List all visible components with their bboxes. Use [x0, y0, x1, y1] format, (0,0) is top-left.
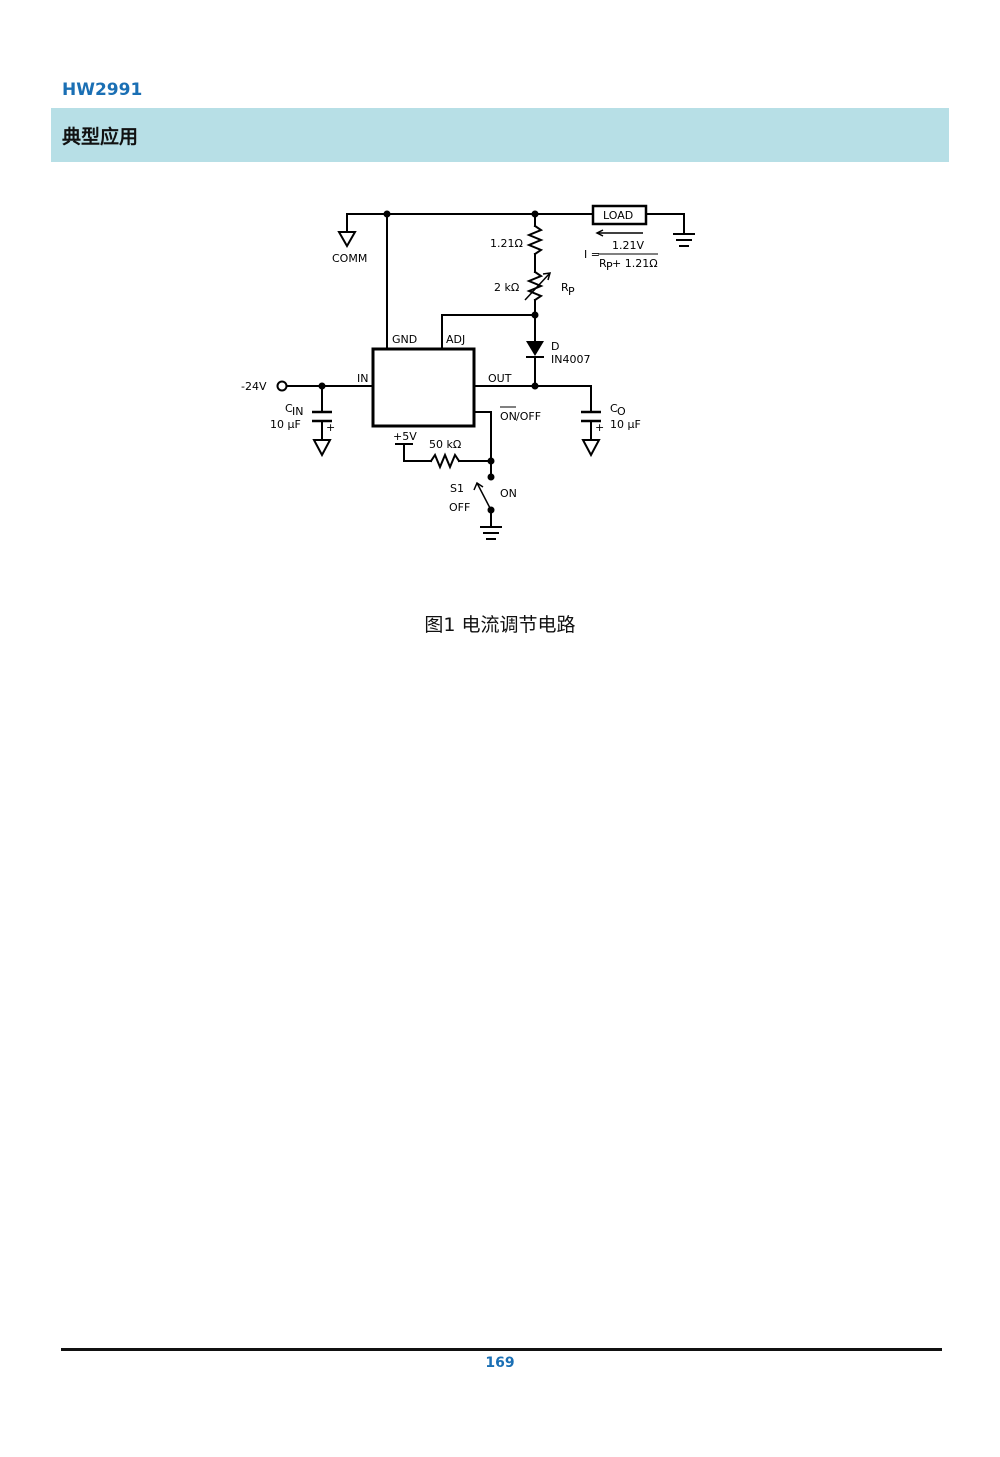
- label-cin-plus: +: [326, 421, 335, 434]
- label-pin-gnd: GND: [392, 333, 417, 346]
- current-regulator-schematic: COMM LOAD 1.21Ω I = 1.21V R P + 1.21Ω 2 …: [241, 204, 695, 540]
- label-diode-name: D: [551, 340, 559, 353]
- label-formula-num: 1.21V: [612, 239, 644, 252]
- label-formula-den-r: R: [599, 257, 607, 270]
- label-s1: S1: [450, 482, 464, 495]
- diode-icon: [526, 341, 544, 356]
- label-pin-on: ON: [500, 410, 517, 423]
- label-sw-off: OFF: [449, 501, 470, 514]
- label-r50k: 50 kΩ: [429, 438, 461, 451]
- label-pin-out: OUT: [488, 372, 512, 385]
- regulator-ic: [371, 347, 476, 428]
- co-capacitor-icon: [581, 410, 601, 423]
- label-plus5v: +5V: [393, 430, 417, 443]
- label-rp-sub: P: [568, 285, 575, 298]
- section-header: 典型应用: [51, 108, 949, 162]
- label-formula-lhs: I =: [584, 248, 600, 261]
- label-cin-name: C: [285, 402, 293, 415]
- co-ground-icon: [581, 439, 601, 458]
- label-co-name: C: [610, 402, 618, 415]
- label-sw-on: ON: [500, 487, 517, 500]
- page-number: 169: [485, 1355, 515, 1371]
- document-id: HW2991: [62, 80, 143, 100]
- comm-ground-icon: [337, 231, 357, 249]
- label-vin: -24V: [241, 380, 267, 393]
- label-rp-name: R: [561, 281, 569, 294]
- label-load: LOAD: [603, 209, 633, 222]
- variable-arrow-icon: [524, 272, 552, 301]
- load-box: [591, 204, 648, 226]
- label-co-value: 10 μF: [610, 418, 641, 431]
- label-cin-value: 10 μF: [270, 418, 301, 431]
- label-pin-in: IN: [357, 372, 368, 385]
- label-cin-sub: IN: [292, 405, 303, 418]
- cin-capacitor-icon: [312, 410, 332, 423]
- label-formula-den-sub: P: [606, 260, 613, 273]
- switch-ground-icon: [480, 526, 502, 540]
- label-r1: 1.21Ω: [490, 237, 523, 250]
- ground-icon: [673, 233, 695, 247]
- label-co-plus: +: [595, 421, 604, 434]
- label-rp-value: 2 kΩ: [494, 281, 519, 294]
- cin-ground-icon: [312, 439, 332, 458]
- label-co-sub: O: [617, 405, 626, 418]
- footer-divider: [61, 1348, 942, 1351]
- input-terminal-icon: [276, 380, 288, 392]
- current-arrow-icon: [595, 229, 643, 237]
- label-diode-part: IN4007: [551, 353, 590, 366]
- label-pin-adj: ADJ: [446, 333, 465, 346]
- figure-caption: 图1 电流调节电路: [424, 614, 576, 636]
- label-pin-off: /OFF: [516, 410, 541, 423]
- label-formula-den-tail: + 1.21Ω: [612, 257, 658, 270]
- label-comm: COMM: [332, 252, 367, 265]
- section-title: 典型应用: [62, 126, 139, 148]
- switch-s1-icon: [473, 481, 492, 511]
